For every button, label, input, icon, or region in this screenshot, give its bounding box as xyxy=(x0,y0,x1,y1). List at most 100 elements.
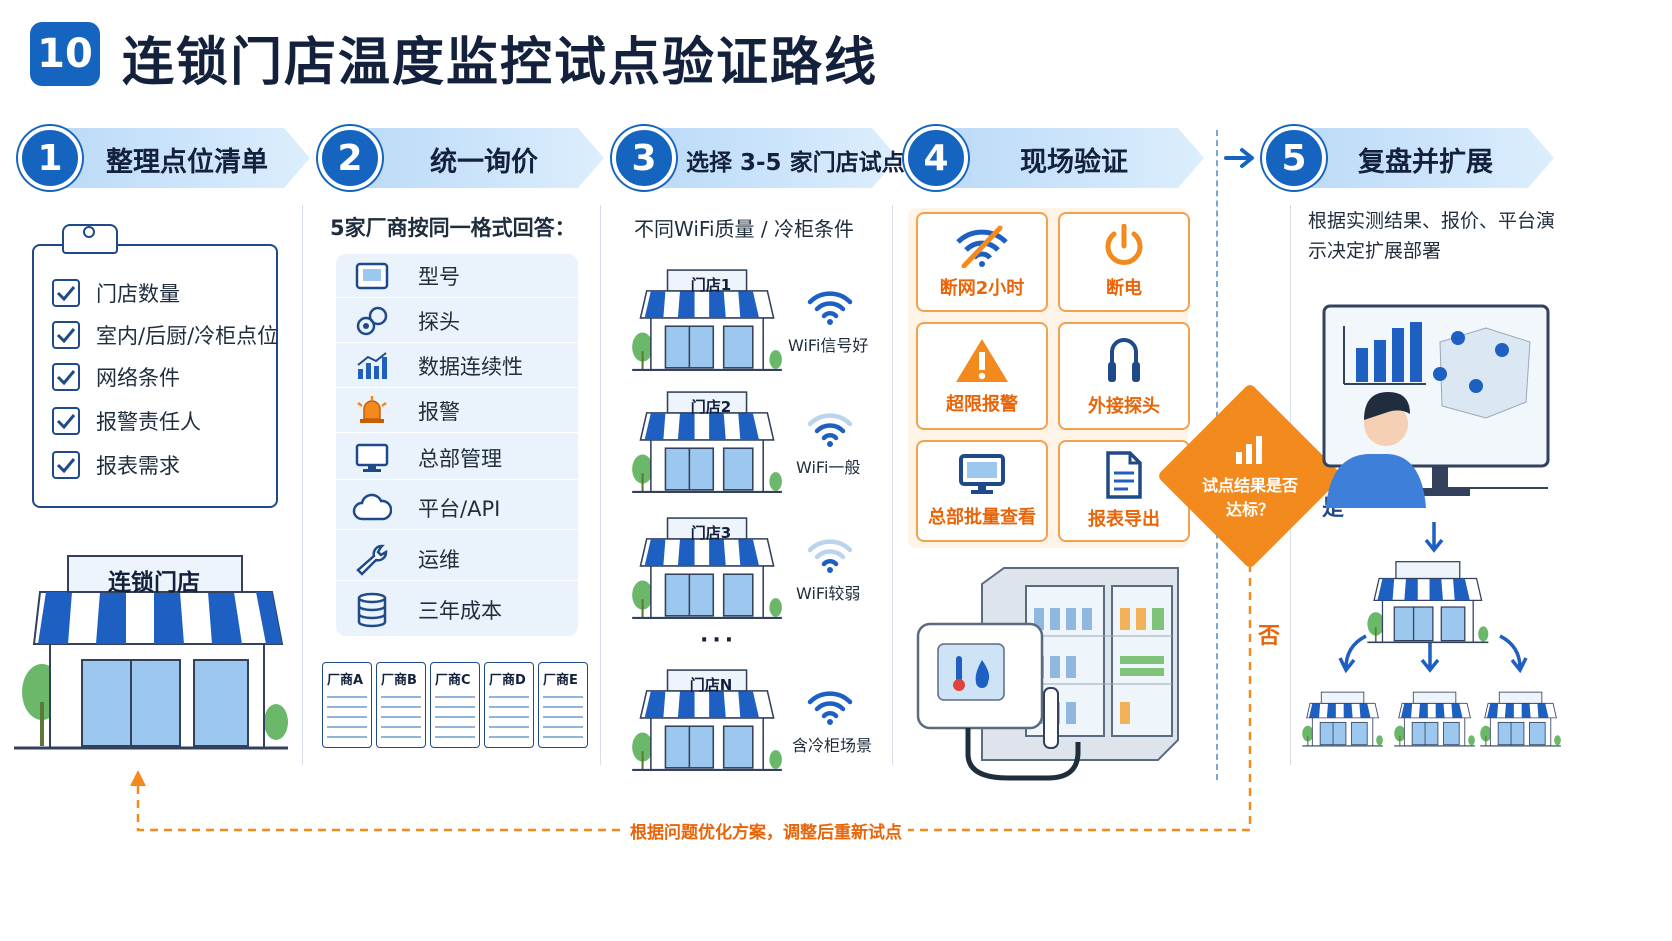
step-4-label: 现场验证 xyxy=(1020,147,1128,178)
probe-cable-icon xyxy=(1108,338,1140,382)
tile-offline: 断网2小时 xyxy=(916,212,1048,312)
wifi-quality-label: 含冷柜场景 xyxy=(792,736,873,755)
step-5-label: 复盘并扩展 xyxy=(1358,147,1493,178)
checklist-item-label: 门店数量 xyxy=(96,282,180,306)
tile-label: 总部批量查看 xyxy=(928,507,1036,528)
checklist-item: 室内/后厨/冷柜点位 xyxy=(52,320,278,350)
checklist-item-label: 室内/后厨/冷柜点位 xyxy=(96,324,279,348)
wifi-icon xyxy=(807,413,853,447)
tile-label: 断电 xyxy=(1106,278,1142,299)
checklist-item: 网络条件 xyxy=(52,362,180,392)
decision-text: 试点结果是否达标？ xyxy=(1201,476,1298,519)
list-item-label: 报警 xyxy=(418,399,460,424)
list-item: 三年成本 xyxy=(336,588,578,632)
list-item: 探头 xyxy=(336,299,578,343)
checkbox-checked-icon xyxy=(52,279,80,307)
list-item-label: 运维 xyxy=(418,547,460,572)
checklist-item-label: 报警责任人 xyxy=(96,410,201,434)
clipboard-clip-icon xyxy=(62,224,118,254)
device-icon xyxy=(336,261,408,291)
warning-icon xyxy=(956,339,1008,382)
tile-report-export: 报表导出 xyxy=(1058,440,1190,542)
store-icon xyxy=(14,555,288,750)
step-1-number: 1 xyxy=(18,126,82,190)
tile-label: 断网2小时 xyxy=(939,278,1025,299)
checklist-item: 门店数量 xyxy=(52,278,180,308)
wifi-quality-label: WiFi信号好 xyxy=(788,336,869,355)
list-item: 平台/API xyxy=(336,486,578,530)
pilot-store-name: 门店N xyxy=(689,676,733,694)
wrench-icon xyxy=(336,542,408,576)
divider xyxy=(600,205,601,765)
checklist-item: 报表需求 xyxy=(52,450,180,480)
alarm-icon xyxy=(336,395,408,427)
step-2-bar xyxy=(342,128,604,188)
list-item-label: 平台/API xyxy=(418,496,501,521)
vendor-sheet: 厂商D xyxy=(484,662,534,748)
vendor-name: 厂商B xyxy=(381,673,417,688)
list-item: 型号 xyxy=(336,254,578,298)
power-icon xyxy=(1105,224,1143,265)
probe-icon xyxy=(336,306,408,336)
monitor-icon xyxy=(959,454,1005,494)
step-2-number: 2 xyxy=(318,126,382,190)
arrow-right-icon xyxy=(1224,148,1254,168)
expansion-store-icon xyxy=(1367,561,1489,644)
checkbox-checked-icon xyxy=(52,451,80,479)
vendor-name: 厂商E xyxy=(543,673,578,688)
cloud-icon xyxy=(336,493,408,523)
expansion-store-icon xyxy=(1302,691,1383,747)
vendor-name: 厂商A xyxy=(327,673,364,688)
vendor-name: 厂商D xyxy=(489,673,526,688)
feedback-loop-label: 根据问题优化方案，调整后重新试点 xyxy=(624,818,908,843)
step-2-label: 统一询价 xyxy=(430,147,538,178)
step-4-number: 4 xyxy=(904,126,968,190)
list-item-label: 探头 xyxy=(418,309,460,334)
vendor-sheet: 厂商A xyxy=(322,662,372,748)
list-item: 总部管理 xyxy=(336,436,578,480)
review-description: 根据实测结果、报价、平台演示决定扩展部署 xyxy=(1308,210,1556,262)
vendor-sheet: 厂商E xyxy=(538,662,588,748)
tile-external-probe: 外接探头 xyxy=(1058,322,1190,430)
wifi-off-icon xyxy=(956,225,1008,268)
tile-label: 外接探头 xyxy=(1088,396,1160,417)
list-item: 数据连续性 xyxy=(336,344,578,388)
wifi-quality-label: WiFi较弱 xyxy=(796,584,861,603)
list-item-label: 总部管理 xyxy=(418,446,502,471)
checkbox-checked-icon xyxy=(52,321,80,349)
checklist-item-label: 网络条件 xyxy=(96,366,180,390)
fridge-sensor-icon xyxy=(916,567,1179,781)
list-item-label: 数据连续性 xyxy=(418,354,523,379)
list-item: 运维 xyxy=(336,537,578,581)
step-5-number: 5 xyxy=(1262,126,1326,190)
pilot-store-icon xyxy=(632,669,782,771)
list-item-label: 三年成本 xyxy=(418,599,502,623)
tile-over-limit-alarm: 超限报警 xyxy=(916,322,1048,430)
expansion-diagram xyxy=(1338,522,1528,674)
wifi-icon xyxy=(807,691,853,725)
tile-label: 报表导出 xyxy=(1088,509,1160,530)
chart-icon xyxy=(336,351,408,381)
list-item: 报警 xyxy=(336,389,578,433)
store-sign: 连锁门店 xyxy=(108,570,200,596)
step-3-label: 选择 3-5 家门店试点 xyxy=(686,150,905,176)
bar-chart-icon xyxy=(1236,436,1262,464)
expansion-store-icon xyxy=(1394,691,1475,747)
pilot-store-icon xyxy=(632,391,782,493)
tile-hq-batch-view: 总部批量查看 xyxy=(916,440,1048,542)
page-title: 连锁门店温度监控试点验证路线 xyxy=(122,33,879,93)
wifi-icon xyxy=(807,539,853,573)
feedback-loop-path xyxy=(130,564,1252,832)
step-5-bar xyxy=(1286,128,1554,188)
hq-dashboard-icon xyxy=(1322,304,1550,508)
step-4-bar xyxy=(928,128,1204,188)
step-3-number: 3 xyxy=(612,126,676,190)
database-icon xyxy=(336,592,408,628)
pilot-store-icon xyxy=(632,269,782,371)
pilot-heading: 不同WiFi质量 / 冷柜条件 xyxy=(634,217,854,241)
monitor-icon xyxy=(336,442,408,474)
step-1-label: 整理点位清单 xyxy=(106,147,268,178)
checkbox-checked-icon xyxy=(52,363,80,391)
pilot-store-name: 门店1 xyxy=(690,276,732,294)
more-stores-ellipsis: ··· xyxy=(700,628,738,653)
